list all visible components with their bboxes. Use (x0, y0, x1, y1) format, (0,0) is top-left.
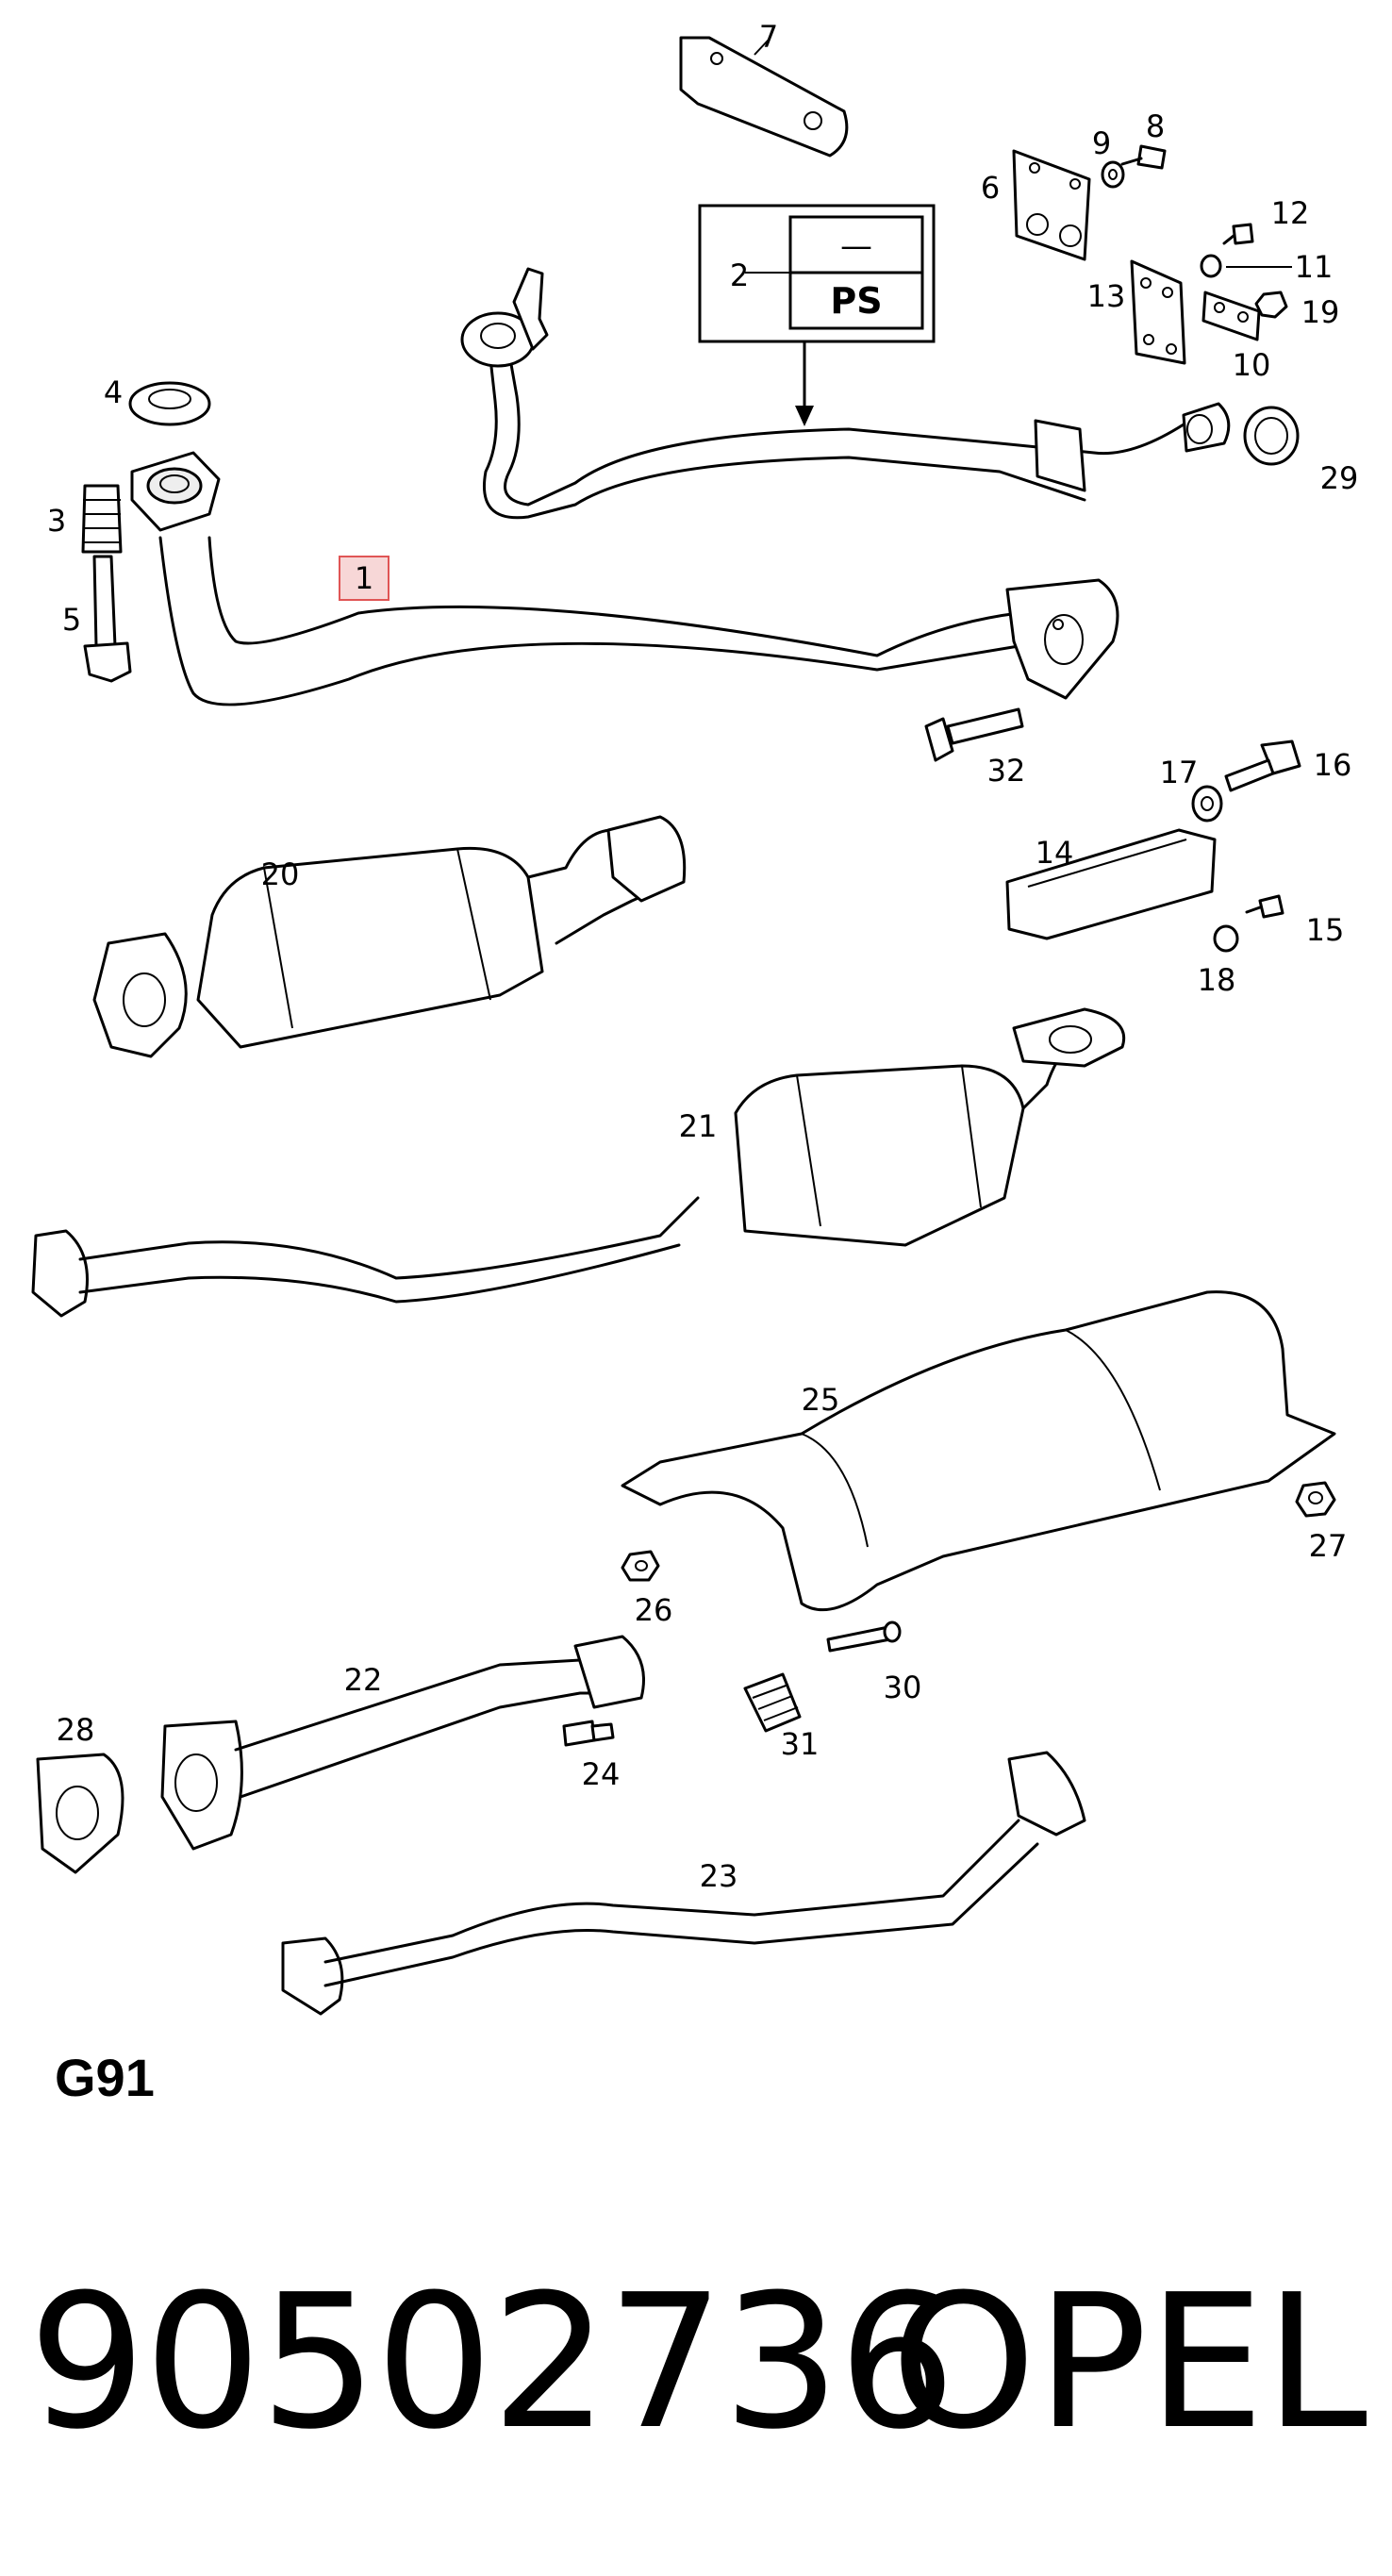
part-2-variant-box[interactable]: — PS (698, 204, 936, 426)
part-18-nut[interactable] (1213, 924, 1239, 953)
part-20-catalytic-converter[interactable] (92, 815, 687, 1058)
part-19-nut[interactable] (1254, 291, 1288, 319)
callout-9: 9 (1092, 125, 1111, 161)
callout-8: 8 (1146, 108, 1165, 144)
variant-box-bottom-label: PS (830, 280, 882, 322)
callout-31: 31 (781, 1726, 820, 1762)
callout-30: 30 (884, 1670, 922, 1705)
callout-14: 14 (1036, 835, 1074, 871)
part-17-washer[interactable] (1191, 785, 1223, 823)
part-22-intermediate-pipe[interactable] (160, 1635, 645, 1851)
callout-20: 20 (261, 856, 300, 892)
callout-6: 6 (981, 170, 1000, 206)
callout-10: 10 (1233, 347, 1271, 383)
callout-24: 24 (582, 1756, 621, 1792)
part-8-bolt[interactable] (1120, 144, 1167, 170)
callout-7: 7 (759, 19, 778, 55)
part-24-bolt[interactable] (562, 1720, 615, 1747)
part-6-mounting-plate[interactable] (1012, 149, 1091, 261)
brand-name: OPEL (890, 2255, 1367, 2470)
part-31-spring[interactable] (743, 1672, 802, 1733)
part-30-bolt[interactable] (826, 1620, 902, 1653)
callout-15: 15 (1306, 912, 1345, 948)
callout-12: 12 (1271, 195, 1310, 231)
part-23-rear-pipe[interactable] (281, 1751, 1086, 2016)
callout-29: 29 (1320, 460, 1359, 496)
callout-17: 17 (1160, 755, 1199, 790)
part-12-bolt[interactable] (1222, 223, 1254, 245)
diagram-code-label: G91 (55, 2048, 155, 2107)
callout-18: 18 (1198, 962, 1236, 998)
callout-11: 11 (1295, 249, 1334, 285)
callout-19: 19 (1301, 294, 1340, 330)
part-32-bolt[interactable] (924, 707, 1024, 762)
part-number: 90502736 (28, 2255, 956, 2470)
callout-labels: 1 2 3 4 5 6 7 8 9 10 11 12 13 14 15 16 1… (47, 19, 1359, 1894)
part-1-highlight[interactable] (339, 556, 389, 601)
callout-1: 1 (355, 560, 373, 596)
callout-13: 13 (1087, 278, 1126, 314)
part-10-clamp[interactable] (1201, 291, 1261, 341)
part-7-bracket[interactable] (679, 36, 849, 158)
variant-box-top-label: — (840, 227, 872, 265)
front-pipe-variant[interactable] (460, 267, 1231, 520)
part-5-bolt[interactable] (83, 555, 132, 683)
callout-22: 22 (344, 1662, 383, 1698)
callout-5: 5 (62, 602, 81, 638)
callout-26: 26 (635, 1592, 673, 1628)
part-14-bracket[interactable] (1005, 828, 1217, 940)
callout-27: 27 (1309, 1528, 1348, 1564)
part-9-washer[interactable] (1101, 160, 1125, 189)
part-21-catalytic-converter-pipe[interactable] (31, 1007, 1125, 1318)
callout-16: 16 (1314, 747, 1352, 783)
callout-2: 2 (730, 258, 749, 293)
leader-lines (754, 39, 1292, 268)
callout-23: 23 (700, 1858, 738, 1894)
callout-21: 21 (679, 1108, 718, 1144)
part-28-gasket[interactable] (36, 1753, 124, 1874)
part-15-bolt[interactable] (1245, 894, 1284, 919)
part-3-spring[interactable] (81, 484, 123, 554)
part-29-seal-ring[interactable] (1243, 406, 1300, 466)
callout-28: 28 (57, 1712, 95, 1748)
part-13-gasket[interactable] (1130, 259, 1186, 365)
part-11-washer[interactable] (1200, 254, 1222, 278)
callout-4: 4 (104, 374, 123, 410)
callout-32: 32 (987, 753, 1026, 789)
part-25-heat-shield[interactable] (621, 1290, 1336, 1612)
part-26-nut[interactable] (621, 1550, 660, 1582)
part-27-nut[interactable] (1295, 1481, 1336, 1518)
callout-3: 3 (47, 503, 66, 539)
part-1-front-pipe[interactable] (130, 451, 1119, 706)
callout-25: 25 (802, 1382, 840, 1418)
footer: 90502736 OPEL (28, 2254, 1367, 2471)
part-4-seal-ring[interactable] (128, 381, 211, 426)
part-16-bolt[interactable] (1224, 740, 1301, 792)
